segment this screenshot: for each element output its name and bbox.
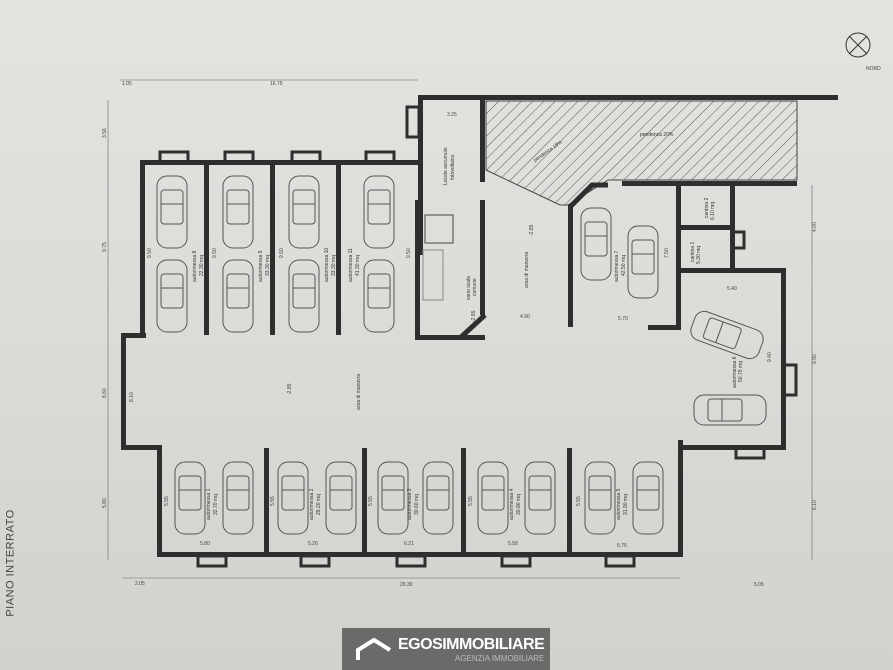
svg-text:5.70: 5.70 [618,316,628,322]
north-arrow-icon [845,32,871,58]
svg-text:5.40: 5.40 [727,286,737,292]
svg-text:5.55: 5.55 [468,496,474,506]
svg-text:autorimessa 10: autorimessa 10 [324,248,330,282]
svg-text:9.50: 9.50 [406,248,412,258]
cantina-2: cantina 2 6.10 mq [704,197,716,220]
garage-autorimessa-5: autorimessa 5 31.90 mq 5.75 5.55 [576,461,664,549]
svg-text:comune: comune [472,278,478,296]
garage-autorimessa-2: autorimessa 2 29.20 mq 5.26 5.55 [270,461,357,547]
dim-top-overall: 16.75 [270,81,283,87]
svg-text:5.55: 5.55 [368,496,374,506]
svg-text:41.30 mq: 41.30 mq [355,255,361,276]
dim-right-bottom: 6.10 [812,500,818,510]
svg-text:autorimessa 4: autorimessa 4 [509,488,515,520]
svg-text:8.10: 8.10 [129,392,135,402]
svg-text:9.50: 9.50 [279,248,285,258]
sheet-title-text: PIANO INTERRATO [5,509,18,617]
svg-text:6.21: 6.21 [404,541,414,547]
svg-text:5.30 mq: 5.30 mq [696,246,702,264]
locale-accumulo: Locale accumulo fotovoltaico 3.25 [443,112,457,185]
dim-left-manovra: 8.60 [102,388,108,398]
svg-text:5.55: 5.55 [270,496,276,506]
svg-text:31.90 mq: 31.90 mq [623,494,629,515]
svg-text:autorimessa 7: autorimessa 7 [614,250,620,282]
svg-text:30.60 mq: 30.60 mq [414,494,420,515]
dim-bottom-left: 2.05 [135,581,145,587]
garage-autorimessa-3: autorimessa 3 30.60 mq 6.21 5.55 [368,461,454,547]
svg-text:5.55: 5.55 [164,496,170,506]
svg-text:autorimessa 3: autorimessa 3 [407,488,413,520]
svg-text:5.80: 5.80 [200,541,210,547]
svg-text:Locale accumulo: Locale accumulo [443,147,449,185]
svg-text:autorimessa 9: autorimessa 9 [258,250,264,282]
garage-autorimessa-6: autorimessa 6 50.75 mq 5.40 9.40 [687,286,773,426]
sheet-title: PIANO INTERRATO [3,498,19,628]
dim-bottom-overall: 29.30 [400,582,413,588]
svg-text:autorimessa 11: autorimessa 11 [348,248,354,282]
svg-text:3.25: 3.25 [447,112,457,118]
svg-text:autorimessa 2: autorimessa 2 [309,488,315,520]
ramp [485,100,798,206]
garage-autorimessa-1: autorimessa 1 32.70 mq 5.80 5.55 [164,461,254,547]
garage-autorimessa-4: autorimessa 4 30.90 mq 5.58 5.55 [468,461,556,547]
svg-text:32.70 mq: 32.70 mq [213,494,219,515]
garage-autorimessa-9: autorimessa 9 33.30 mq 9.50 [212,175,271,333]
windows [158,105,798,568]
dim-right-mid: 9.90 [812,354,818,364]
svg-text:vano scala: vano scala [466,276,472,300]
svg-text:5.26: 5.26 [308,541,318,547]
garage-autorimessa-11: autorimessa 11 41.30 mq 9.50 [348,175,412,333]
svg-text:autorimessa 1: autorimessa 1 [206,488,212,520]
dim-top-left: 1.05 [122,81,132,87]
svg-text:fotovoltaico: fotovoltaico [450,154,456,180]
dim-left-top: 3.56 [102,128,108,138]
dim-left-bottom: 5.80 [102,498,108,508]
vano-scala: vano scala comune -2.85 [422,214,478,322]
svg-text:-2.85: -2.85 [471,310,477,322]
svg-text:area di manovra: area di manovra [524,252,530,288]
garage-autorimessa-8: autorimessa 8 22.30 mq 9.50 [147,175,205,333]
cantina-1: cantina 1 5.30 mq [690,241,702,264]
dim-right-top: 4.00 [812,222,818,232]
agency-logo: EGOSIMMOBILIARE AGENZIA IMMOBILIARE [342,628,550,670]
garage-autorimessa-10: autorimessa 10 33.30 mq 9.50 [279,175,337,333]
svg-text:5.58: 5.58 [508,541,518,547]
svg-text:9.50: 9.50 [212,248,218,258]
svg-text:22.30 mq: 22.30 mq [199,255,205,276]
svg-text:33.30 mq: 33.30 mq [265,255,271,276]
svg-text:9.40: 9.40 [767,352,773,362]
svg-text:cantina 1: cantina 1 [690,241,696,262]
svg-text:50.75 mq: 50.75 mq [738,361,744,382]
house-logo-icon [354,634,394,664]
svg-text:33.30 mq: 33.30 mq [331,255,337,276]
svg-text:5.55: 5.55 [576,496,582,506]
svg-text:30.90 mq: 30.90 mq [516,494,522,515]
svg-text:29.20 mq: 29.20 mq [316,494,322,515]
svg-text:autorimessa 5: autorimessa 5 [616,488,622,520]
logo-name: EGOSIMMOBILIARE [398,635,545,653]
dim-bottom-right: 5.05 [754,582,764,588]
area-di-manovra-top: area di manovra -2.85 4.90 [520,224,535,320]
area-di-manovra-main: area di manovra -2.85 8.10 [129,374,362,410]
svg-text:-2.85: -2.85 [529,224,535,236]
svg-text:-2.85: -2.85 [287,383,293,395]
svg-text:42.50 mq: 42.50 mq [621,255,627,276]
logo-tagline: AGENZIA IMMOBILIARE [454,653,545,663]
north-label: NORD [866,66,881,72]
svg-text:autorimessa 6: autorimessa 6 [732,356,738,388]
svg-text:7.50: 7.50 [664,248,670,258]
svg-text:4.90: 4.90 [520,314,530,320]
svg-text:6.10 mq: 6.10 mq [710,202,716,220]
dimension-lines [107,79,813,579]
garage-autorimessa-7: autorimessa 7 42.50 mq 7.50 5.70 [580,207,670,322]
svg-text:area di manovra: area di manovra [356,374,362,410]
svg-text:9.50: 9.50 [147,248,153,258]
svg-text:autorimessa 8: autorimessa 8 [192,250,198,282]
svg-text:5.75: 5.75 [617,543,627,549]
svg-text:cantina 2: cantina 2 [704,197,710,218]
dim-left-mid: 9.75 [102,242,108,252]
ramp-slope-1: pendenza 20% [640,132,674,138]
